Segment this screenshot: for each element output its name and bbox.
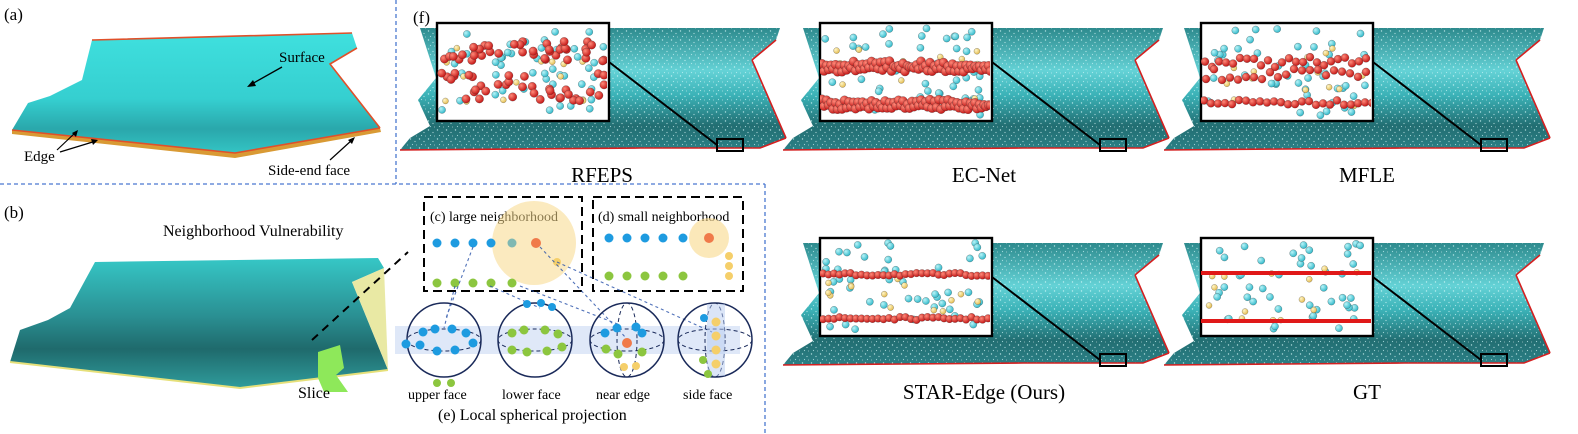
sphere-lower-face xyxy=(497,299,573,378)
c-blue-points xyxy=(432,238,517,248)
result-panel-mfle xyxy=(1163,21,1551,152)
panel-d: (d) small neighborhood xyxy=(592,196,744,292)
panel-a-tag: (a) xyxy=(4,5,23,24)
label-surface: Surface xyxy=(279,50,325,66)
method-label-ecnet: EC-Net xyxy=(952,163,1016,187)
panel-b-tag: (b) xyxy=(4,203,24,222)
slice-marker xyxy=(318,345,348,392)
c-green-points xyxy=(432,278,517,288)
sphere-upper-face xyxy=(401,302,482,387)
panel-a-side-end-face xyxy=(12,128,381,158)
sphere-side-face xyxy=(677,302,753,378)
label-side-end-face: Side-end face xyxy=(268,163,350,179)
method-label-rfeps: RFEPS xyxy=(571,163,633,187)
method-label-gt: GT xyxy=(1353,380,1381,404)
panel-a-shape xyxy=(12,33,380,153)
panel-d-title: (d) small neighborhood xyxy=(598,210,729,225)
panel-b-shape xyxy=(10,258,388,388)
method-label-mfle: MFLE xyxy=(1339,163,1395,187)
panel-f-tag: (f) xyxy=(413,8,430,27)
panel-a-edge xyxy=(11,32,381,154)
label-edge: Edge xyxy=(24,149,55,165)
method-label-star-edge: STAR-Edge (Ours) xyxy=(903,380,1065,404)
sphere-label-1: upper face xyxy=(408,388,467,403)
sphere-label-4: side face xyxy=(683,388,732,403)
panel-e: upper face lower face near edge xyxy=(395,246,753,424)
sphere-label-3: near edge xyxy=(596,388,650,403)
label-slice: Slice xyxy=(298,385,330,402)
panel-a: (a) Surface Edge Side-end face xyxy=(4,5,381,179)
panel-b: (b) Neighborhood Vulnerability Slice xyxy=(4,203,409,402)
sphere-label-2: lower face xyxy=(502,388,561,403)
panel-e-caption: (e) Local spherical projection xyxy=(438,407,627,424)
sphere-near-edge xyxy=(589,302,665,378)
panel-b-title: Neighborhood Vulnerability xyxy=(163,223,344,240)
panel-dividers xyxy=(0,0,766,434)
panel-c: (c) large neighborhood xyxy=(423,196,583,292)
